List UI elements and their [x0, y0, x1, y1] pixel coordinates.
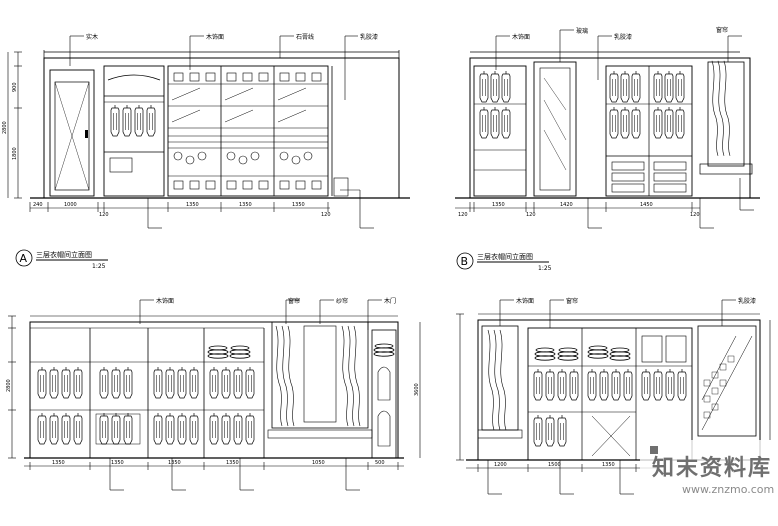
- dim-b-1: 120: [458, 212, 468, 218]
- dim-c-6: 1050: [312, 460, 325, 466]
- window-curtain-c: [267, 321, 373, 439]
- dim-c-2: 1350: [111, 460, 124, 466]
- door: [49, 69, 95, 197]
- callout-d-2: 窗帘: [566, 297, 578, 305]
- elevation-d: 木饰面 窗帘 乳胶漆 1200 1500 1350: [456, 297, 771, 495]
- cabinet-b-left: [473, 65, 527, 197]
- wardrobe-row: [30, 327, 265, 458]
- callout-d-1: 木饰面: [516, 297, 534, 305]
- dim-c-4: 1350: [226, 460, 239, 466]
- wardrobe-row-d: [527, 327, 693, 461]
- mirror-panel: [533, 61, 577, 197]
- dim-c-7: 500: [375, 460, 385, 466]
- watermark-logo-icon: [650, 446, 658, 454]
- dim-c-1: 1350: [52, 460, 65, 466]
- drawing-b-title: 三层衣帽间立面图: [477, 252, 533, 261]
- callout-a-2: 木饰面: [206, 33, 224, 41]
- dim-c-3: 1350: [168, 460, 181, 466]
- drawing-b-scale: 1:25: [538, 265, 552, 272]
- callout-b-3: 乳胶漆: [614, 33, 632, 41]
- callout-a-3: 石膏线: [296, 33, 314, 41]
- callout-a-4: 乳胶漆: [360, 33, 378, 41]
- callout-c-4: 木门: [384, 297, 396, 305]
- dim-c-left-0: 2800: [6, 379, 12, 392]
- narrow-cabinet-c: [371, 329, 397, 459]
- callout-c-1: 木饰面: [156, 297, 174, 305]
- dim-a-3: 120: [99, 212, 109, 218]
- dim-b-2: 1350: [492, 202, 505, 208]
- dim-b-6: 120: [690, 212, 700, 218]
- elevation-a: 实木 木饰面 石膏线 乳胶漆 240 1000 120 1350 1350 13…: [2, 33, 410, 270]
- watermark-url: www.znzmo.com: [682, 483, 775, 496]
- drawing-marker-a: [15, 249, 33, 267]
- dim-d-1: 1200: [494, 462, 507, 468]
- dim-d-2: 1500: [548, 462, 561, 468]
- window-curtain-b: [699, 60, 753, 175]
- dim-a-left-1: 900: [12, 82, 18, 92]
- callout-b-4: 窗帘: [716, 26, 728, 34]
- dim-c-right-1: 3600: [414, 383, 420, 396]
- dim-a-4: 1350: [186, 202, 199, 208]
- callout-c-2: 窗帘: [288, 297, 300, 305]
- cabinet-left: [103, 65, 165, 197]
- callout-a-1: 实木: [86, 33, 98, 41]
- dim-a-1: 240: [33, 202, 43, 208]
- drawing-marker-b: [456, 252, 474, 270]
- callout-b-1: 木饰面: [512, 33, 530, 41]
- cabinet-b-right: [605, 65, 693, 197]
- callout-c-3: 纱帘: [336, 297, 348, 305]
- callout-d-3: 乳胶漆: [738, 297, 756, 305]
- drawing-a-scale: 1:25: [92, 263, 106, 270]
- callout-b-2: 玻璃: [576, 27, 588, 35]
- elevation-b: 木饰面 玻璃 乳胶漆 窗帘 120 1350 120 1420 1450 120…: [455, 26, 760, 272]
- stair-detail-d: [697, 325, 757, 437]
- dim-a-left-2: 1800: [12, 147, 18, 160]
- dim-b-4: 1420: [560, 202, 573, 208]
- dim-a-7: 120: [321, 212, 331, 218]
- drawing-a-title: 三层衣帽间立面图: [36, 250, 92, 259]
- drawing-marker-b-letter: B: [461, 255, 469, 268]
- watermark-backdrop: [640, 440, 778, 526]
- dim-a-2: 1000: [64, 202, 77, 208]
- window-curtain-d: [477, 325, 523, 439]
- dim-a-left-0: 2800: [2, 121, 8, 134]
- drawing-marker-a-letter: A: [20, 252, 28, 265]
- dim-b-5: 1450: [640, 202, 653, 208]
- dim-a-6: 1350: [292, 202, 305, 208]
- dim-a-5: 1350: [239, 202, 252, 208]
- elevation-c: 木饰面 窗帘 纱帘 木门 1350 1350 1350 1350 1050 50…: [6, 297, 421, 491]
- dim-d-3: 1350: [602, 462, 615, 468]
- watermark-brand: 知末资料库: [652, 456, 773, 481]
- dim-b-3: 120: [526, 212, 536, 218]
- shelf-unit: [167, 65, 329, 197]
